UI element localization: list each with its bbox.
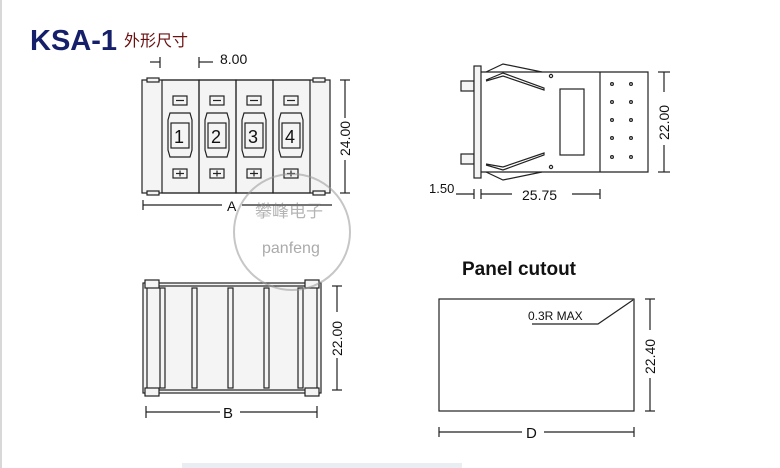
digit-module: 4 <box>272 79 311 194</box>
pin-dot <box>609 81 614 86</box>
digit-window <box>241 112 267 158</box>
width-label-a: A <box>227 198 237 214</box>
module-divider <box>297 287 304 389</box>
minus-button[interactable] <box>172 95 188 106</box>
bottom-height-dimension: 22.00 <box>329 321 345 356</box>
digit-window <box>278 112 304 158</box>
panel-cutout-title: Panel cutout <box>462 259 577 280</box>
module-divider <box>191 287 198 389</box>
digit-window <box>204 112 230 158</box>
front-height-dimension: 24.00 <box>337 121 353 156</box>
flange-dimension: 1.50 <box>429 181 454 196</box>
pin-dot <box>628 81 633 86</box>
depth-dimension: 25.75 <box>522 187 557 203</box>
bottom-view: 22.00 B <box>142 279 345 422</box>
pin-dot <box>609 155 614 160</box>
radius-note: 0.3R MAX <box>528 309 583 323</box>
minus-button[interactable] <box>246 95 262 106</box>
side-view: 22.00 1.50 25.75 <box>429 63 672 203</box>
plus-button[interactable] <box>246 168 262 179</box>
module-divider <box>227 287 234 389</box>
model-title: KSA-1 <box>30 25 117 57</box>
pin-dot <box>628 117 633 122</box>
watermark-cn: 攀峰电子 <box>255 202 323 222</box>
module-divider <box>263 287 270 389</box>
pin-dot <box>628 99 633 104</box>
plus-button[interactable] <box>172 168 188 179</box>
minus-button[interactable] <box>209 95 225 106</box>
plus-button[interactable] <box>209 168 225 179</box>
digit-value: 3 <box>248 127 258 147</box>
pin-dot <box>609 99 614 104</box>
panel-cutout: Panel cutout 0.3R MAX 22.40 D <box>438 259 658 442</box>
cutout-height-dimension: 22.40 <box>642 339 658 374</box>
side-height-dimension: 22.00 <box>656 105 672 140</box>
pin-dot <box>628 155 633 160</box>
digit-window <box>167 112 193 158</box>
pin-dot <box>628 136 633 141</box>
width-label-b: B <box>223 405 233 422</box>
digit-value: 4 <box>285 127 295 147</box>
model-subtitle: 外形尺寸 <box>124 32 188 50</box>
pitch-dimension: 8.00 <box>220 51 247 67</box>
pin-dot <box>609 136 614 141</box>
module-divider <box>159 287 166 389</box>
front-view: 1 2 3 4 8.00 24.00 A <box>141 51 353 214</box>
width-label-d: D <box>526 425 537 442</box>
minus-button[interactable] <box>283 95 299 106</box>
digit-value: 1 <box>174 127 184 147</box>
watermark-en: panfeng <box>262 240 320 257</box>
digit-value: 2 <box>211 127 221 147</box>
digit-module: 1 <box>161 79 200 194</box>
pin-dot <box>609 117 614 122</box>
watermark: 攀峰电子 panfeng <box>233 173 351 291</box>
